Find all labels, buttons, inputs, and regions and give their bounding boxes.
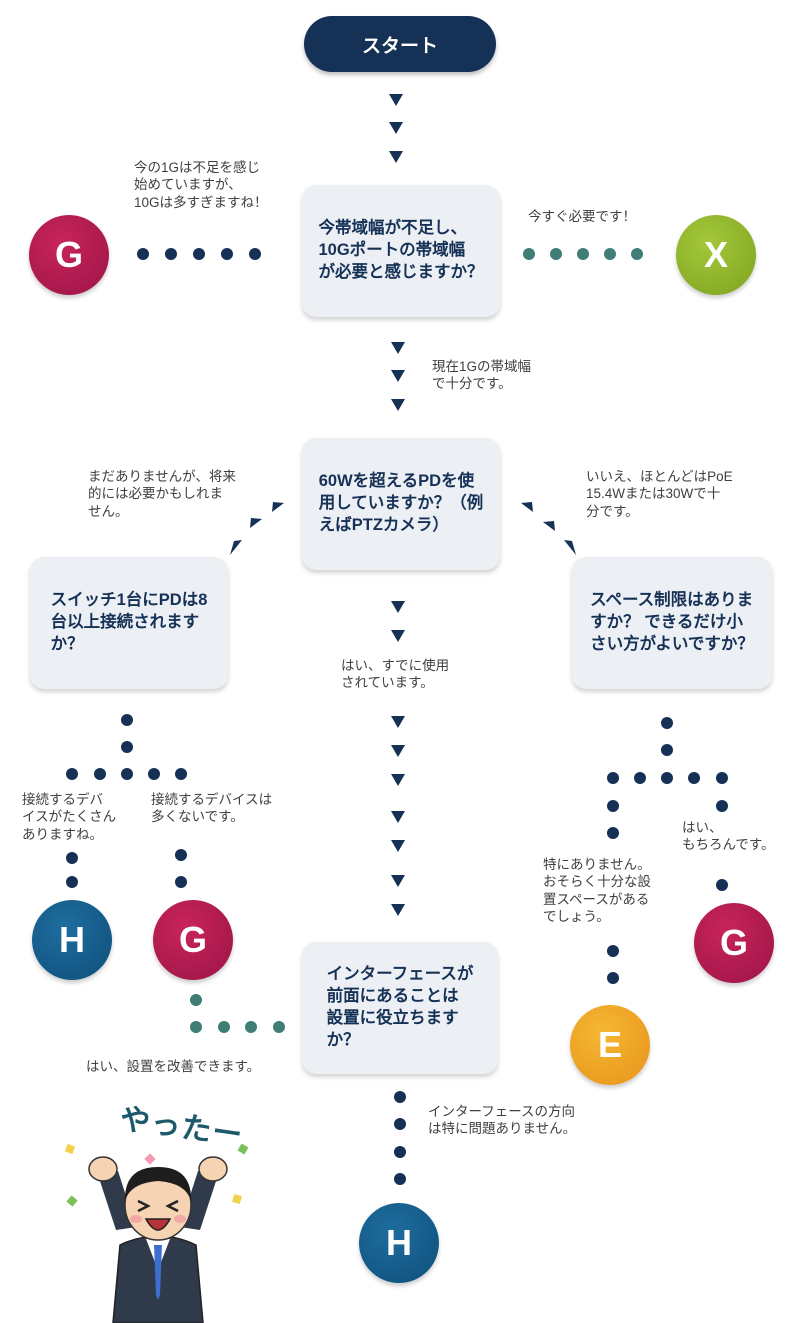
question-poe-power: 60Wを超えるPDを使 用していますか？（例 えばPTZカメラ） [302,438,500,570]
question-space: スペース制限はありま すか？ できるだけ小 さい方がよいですか？ [572,557,772,689]
down-arrow [391,630,405,642]
answer-q3-right: 接続するデバイスは 多くないです。 [151,792,273,825]
diag-arrow-left [230,540,242,555]
result-g: G [694,903,774,983]
down-arrow [391,811,405,823]
celebrating-businessman-illustration [64,1143,249,1323]
down-arrow [391,774,405,786]
result-h: H [359,1203,439,1283]
result-h: H [32,900,112,980]
question-pd-count: スイッチ1台にPDは8 台以上接続されます か？ [30,557,228,689]
diag-arrow-right [521,502,533,512]
answer-q4-left: 特にありません。 おそらく十分な設 置スペースがある でしょう。 [543,857,651,924]
down-arrow [389,151,403,163]
question-front-interface: インターフェースが 前面にあることは 設置に役立ちます か？ [302,942,498,1074]
down-arrow [391,342,405,354]
down-arrow [391,370,405,382]
down-arrow [391,399,405,411]
down-arrow [391,745,405,757]
answer-q3-left: 接続するデバ イスがたくさん ありますね。 [22,792,117,842]
answer-q1-down: 現在1Gの帯域幅 で十分です。 [432,359,532,392]
question-bandwidth: 今帯域幅が不足し、 10Gポートの帯域幅 が必要と感じますか？ [302,185,500,317]
down-arrow [389,122,403,134]
result-e: E [570,1005,650,1085]
answer-q2-right: いいえ、ほとんどはPoE 15.4Wまたは30Wで十 分です。 [586,469,733,519]
diag-arrow-right [564,540,576,555]
down-arrow [389,94,403,106]
down-arrow [391,904,405,916]
answer-q1-left: 今の1Gは不足を感じ 始めていますが、 10Gは多すぎますね！ [134,160,268,210]
answer-q4-right: はい、 もちろんです。 [682,820,775,853]
start-node: スタート [304,16,496,72]
down-arrow [391,875,405,887]
down-arrow [391,716,405,728]
down-arrow [391,601,405,613]
answer-q1-right: 今すぐ必要です！ [528,209,636,224]
answer-q5-left: はい、設置を改善できます。 [86,1059,261,1074]
diag-arrow-right [543,521,555,531]
answer-q2-left: まだありませんが、将来 的には必要かもしれま せん。 [88,469,236,519]
diag-arrow-left [272,502,284,512]
diag-arrow-left [250,518,262,528]
result-g: G [153,900,233,980]
answer-q5-down: インターフェースの方向 は特に問題ありません。 [428,1104,577,1137]
result-g: G [29,215,109,295]
answer-q2-down: はい、すでに使用 されています。 [341,658,450,691]
result-x: X [676,215,756,295]
down-arrow [391,840,405,852]
